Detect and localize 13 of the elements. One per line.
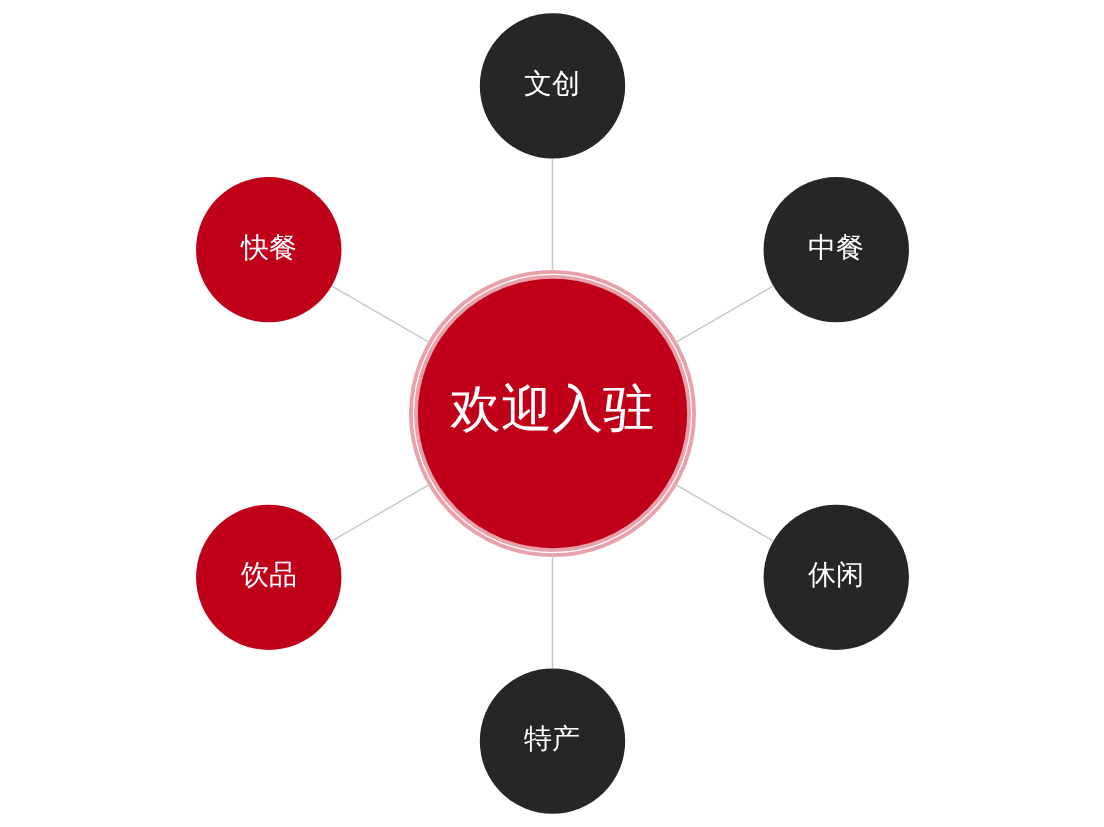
node-circle: 休闲 <box>763 504 909 650</box>
connector <box>674 483 774 542</box>
connector <box>551 158 553 273</box>
connector <box>330 483 430 542</box>
connector <box>551 554 553 669</box>
connector <box>330 285 430 344</box>
connector <box>674 285 774 344</box>
node-circle: 中餐 <box>763 177 909 323</box>
node-circle: 欢迎入驻 <box>408 270 696 557</box>
node-circle: 饮品 <box>195 504 341 650</box>
node-circle: 特产 <box>479 668 625 814</box>
node-circle: 文创 <box>479 13 625 159</box>
node-circle: 快餐 <box>195 177 341 323</box>
